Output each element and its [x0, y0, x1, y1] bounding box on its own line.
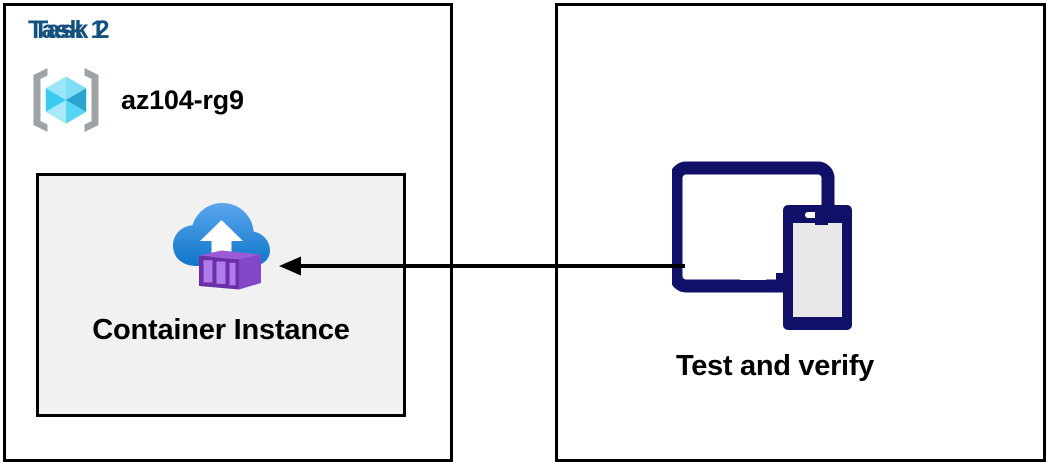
- task-1-title: Task 1: [28, 16, 105, 44]
- task-2-title: Task 2: [33, 16, 110, 44]
- test-and-verify-label: Test and verify: [675, 350, 875, 382]
- resource-group-name: az104-rg9: [121, 84, 244, 115]
- resource-group-row: az104-rg9: [28, 62, 244, 138]
- container-instance-label: Container Instance: [92, 314, 350, 346]
- azure-resource-group-icon: [28, 62, 104, 138]
- container-instance-box: Container Instance: [36, 173, 406, 417]
- tablet-and-phone-icon: [672, 160, 872, 334]
- devices-group: [672, 160, 872, 334]
